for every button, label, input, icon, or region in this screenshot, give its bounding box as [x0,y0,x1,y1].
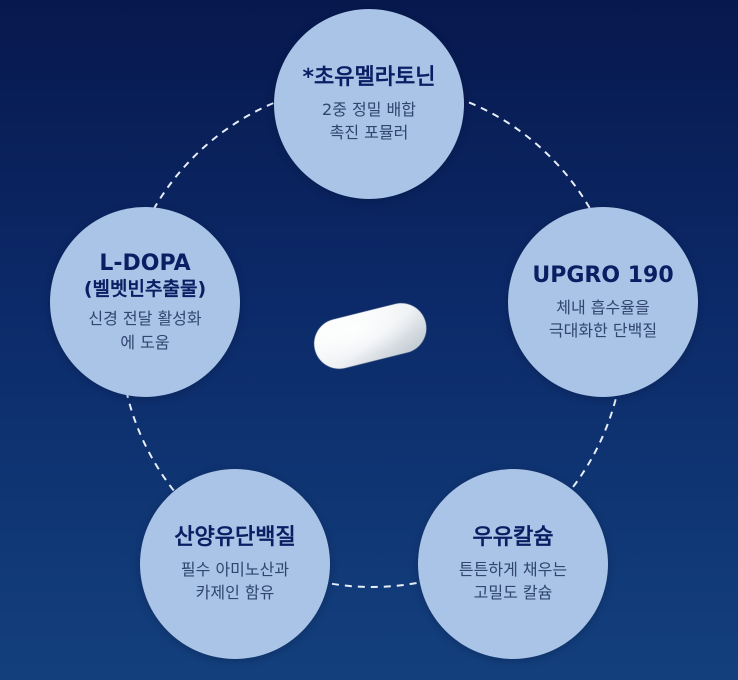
ingredient-circle-colostrum-melatonin: *초유멜라토닌 2중 정밀 배합 촉진 포뮬러 [274,9,464,199]
ingredient-subtitle: (벨벳빈추출물) [83,277,207,300]
ingredient-description: 2중 정밀 배합 촉진 포뮬러 [322,99,416,142]
ingredient-circle-l-dopa: L-DOPA (벨벳빈추출물) 신경 전달 활성화 에 도움 [50,207,240,397]
ingredient-circle-milk-calcium: 우유칼슘 튼튼하게 채우는 고밀도 칼슘 [418,469,608,659]
ingredient-circle-upgro: UPGRO 190 체내 흡수율을 극대화한 단백질 [508,207,698,397]
ingredient-description: 튼튼하게 채우는 고밀도 칼슘 [458,559,568,602]
ingredient-title: 우유칼슘 [472,525,554,551]
ingredient-title: L-DOPA [99,251,191,277]
ingredient-title: *초유멜라토닌 [302,65,436,91]
ingredient-title: UPGRO 190 [532,263,674,289]
ingredient-description: 필수 아미노산과 카제인 함유 [180,559,290,602]
tablet-pill-icon [313,302,427,370]
ingredient-description: 체내 흡수율을 극대화한 단백질 [548,297,658,340]
ingredient-title: 산양유단백질 [174,525,296,551]
ingredient-description: 신경 전달 활성화 에 도움 [88,309,202,352]
ingredient-circle-goat-milk-protein: 산양유단백질 필수 아미노산과 카제인 함유 [140,469,330,659]
